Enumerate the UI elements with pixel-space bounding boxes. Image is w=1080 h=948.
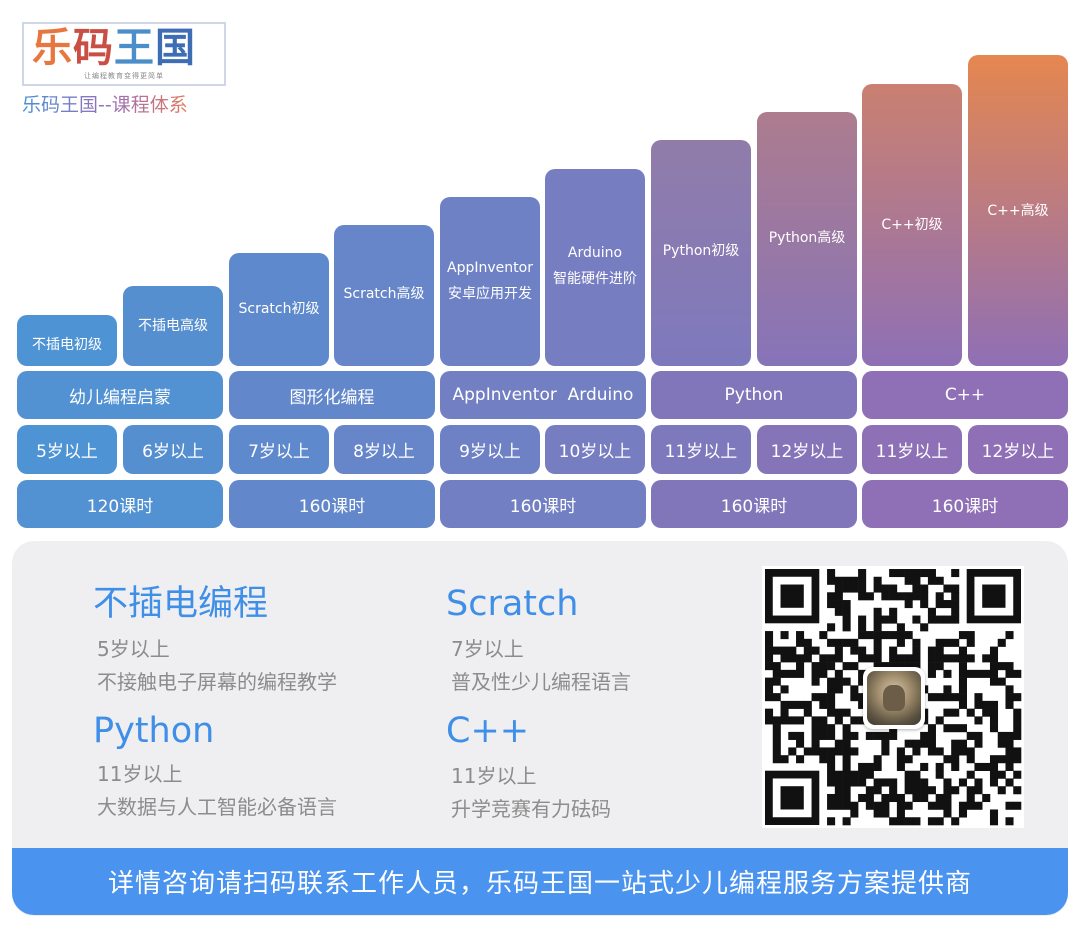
course-block: C++初级 <box>862 84 962 366</box>
info-age-scratch: 7岁以上 <box>451 637 524 661</box>
logo-char: 王 <box>114 25 154 71</box>
course-block: 不插电初级 <box>17 315 117 366</box>
age-block: 8岁以上 <box>334 425 434 474</box>
course-block: C++高级 <box>968 55 1068 366</box>
info-title-scratch: Scratch <box>446 584 579 624</box>
hours-block: 160课时 <box>229 480 435 528</box>
age-block: 6岁以上 <box>123 425 223 474</box>
info-age-unplugged: 5岁以上 <box>97 637 170 661</box>
age-block: 9岁以上 <box>440 425 540 474</box>
course-block: Python初级 <box>651 140 751 366</box>
hours-block: 120课时 <box>17 480 223 528</box>
logo-char: 码 <box>73 25 113 71</box>
age-block: 10岁以上 <box>545 425 645 474</box>
info-title-unplugged: 不插电编程 <box>93 584 269 624</box>
elephant-avatar-icon <box>867 671 921 725</box>
logo-char: 乐 <box>32 25 72 71</box>
info-desc-unplugged: 不接触电子屏幕的编程教学 <box>97 670 337 694</box>
logo-char: 国 <box>155 25 195 71</box>
course-block: Scratch高级 <box>334 225 434 366</box>
qr-code[interactable] <box>762 566 1024 828</box>
category-block: AppInventor Arduino <box>440 371 646 419</box>
course-block: Arduino 智能硬件进阶 <box>545 169 645 366</box>
category-block: C++ <box>862 371 1068 419</box>
course-block: Scratch初级 <box>229 253 329 366</box>
category-block: 图形化编程 <box>229 371 435 419</box>
age-block: 12岁以上 <box>968 425 1068 474</box>
info-desc-python: 大数据与人工智能必备语言 <box>97 795 337 819</box>
age-block: 11岁以上 <box>862 425 962 474</box>
info-age-cpp: 11岁以上 <box>451 764 537 788</box>
info-desc-scratch: 普及性少儿编程语言 <box>451 670 631 694</box>
hours-block: 160课时 <box>651 480 857 528</box>
logo-tagline: 让编程教育变得更简单 <box>84 72 164 80</box>
info-desc-cpp: 升学竞赛有力砝码 <box>451 797 611 821</box>
course-block: Python高级 <box>757 112 857 366</box>
age-block: 5岁以上 <box>17 425 117 474</box>
category-block: Python <box>651 371 857 419</box>
age-block: 12岁以上 <box>757 425 857 474</box>
page-subtitle: 乐码王国--课程体系 <box>22 94 188 116</box>
contact-banner: 详情咨询请扫码联系工作人员，乐码王国一站式少儿编程服务方案提供商 <box>12 848 1068 915</box>
info-title-python: Python <box>93 711 215 751</box>
logo: 乐 码 王 国 让编程教育变得更简单 <box>22 22 226 86</box>
course-block: 不插电高级 <box>123 286 223 366</box>
age-block: 7岁以上 <box>229 425 329 474</box>
logo-text: 乐 码 王 国 <box>32 26 195 70</box>
info-age-python: 11岁以上 <box>97 762 183 786</box>
age-block: 11岁以上 <box>651 425 751 474</box>
hours-block: 160课时 <box>440 480 646 528</box>
qr-center-avatar <box>863 667 925 729</box>
hours-block: 160课时 <box>862 480 1068 528</box>
course-block: AppInventor 安卓应用开发 <box>440 197 540 366</box>
info-title-cpp: C++ <box>446 711 530 751</box>
category-block: 幼儿编程启蒙 <box>17 371 223 419</box>
